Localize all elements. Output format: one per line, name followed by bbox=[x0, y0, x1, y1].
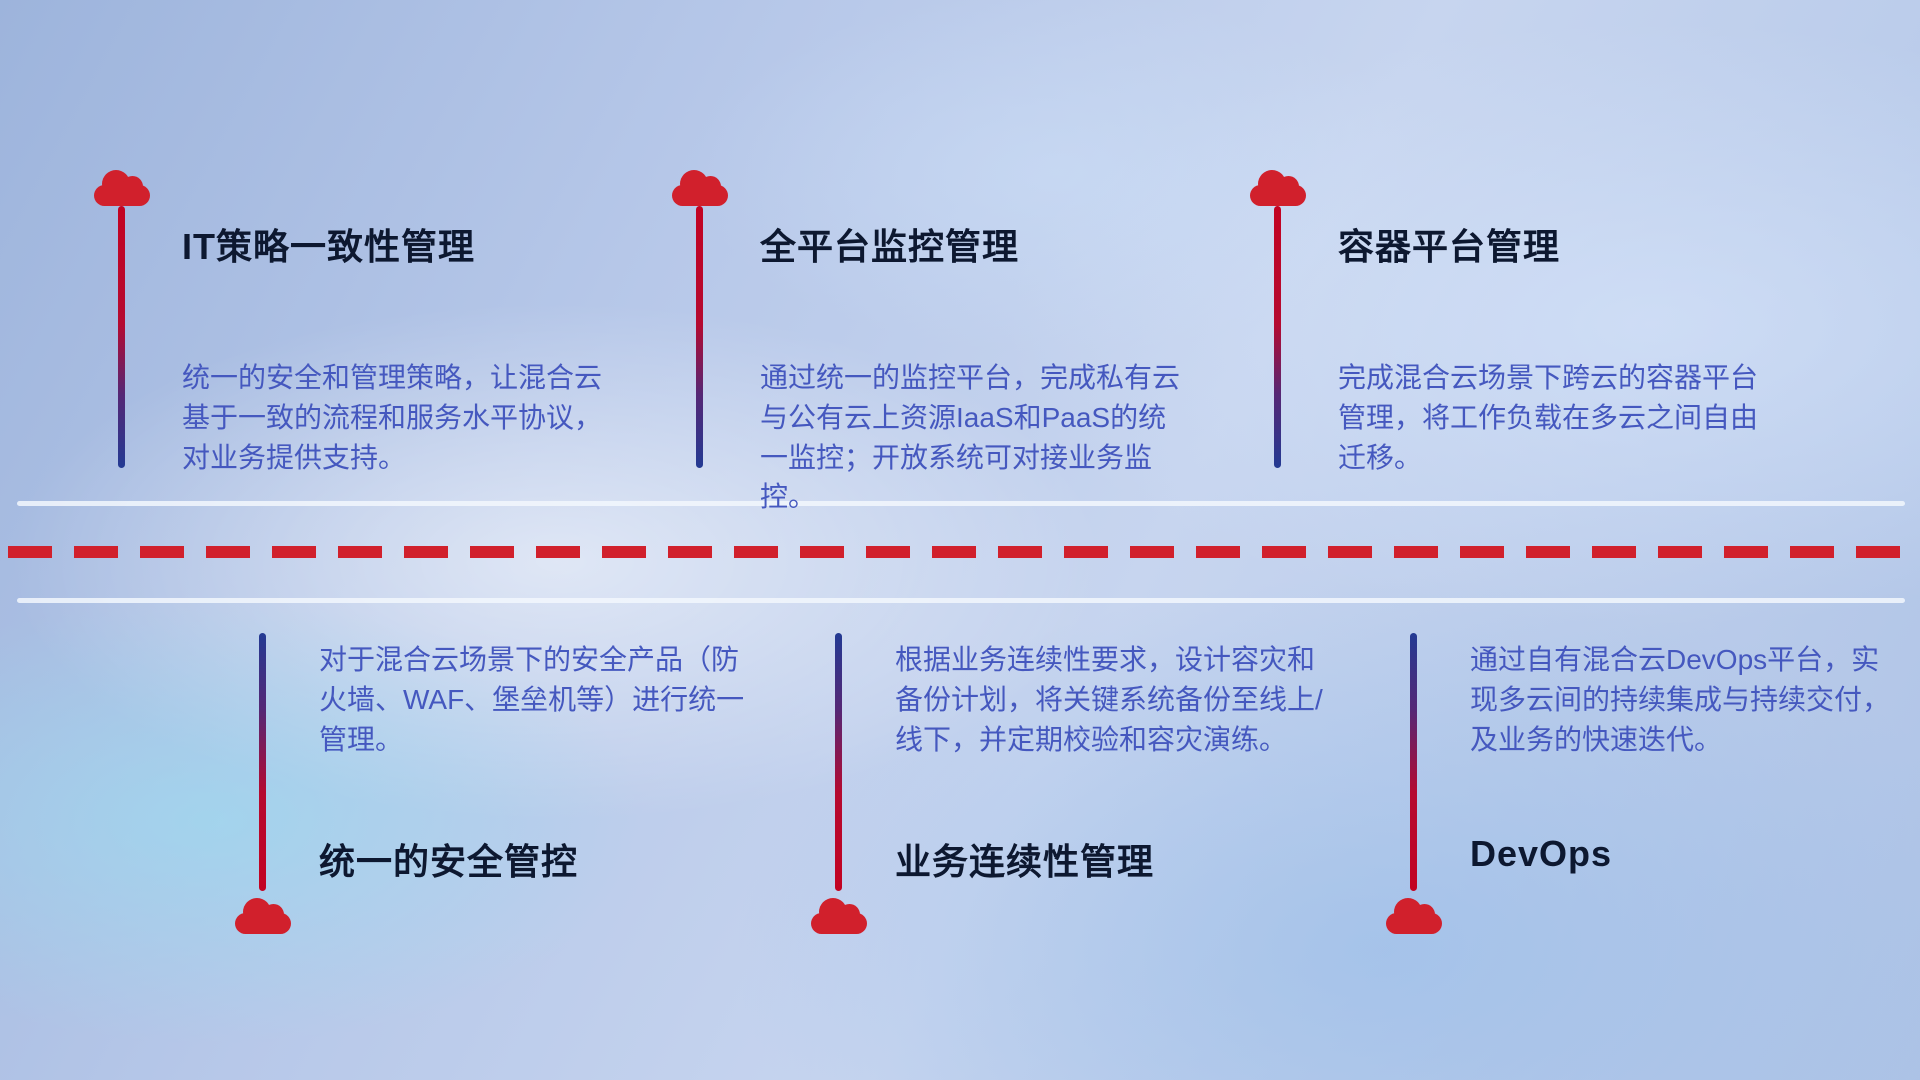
timeline-connector bbox=[259, 633, 266, 891]
feature-devops: 通过自有混合云DevOps平台，实现多云间的持续集成与持续交付，及业务的快速迭代… bbox=[1386, 633, 1920, 943]
timeline-connector bbox=[1274, 206, 1281, 468]
divider-dashed-line bbox=[8, 546, 1912, 558]
feature-title: DevOps bbox=[1470, 833, 1613, 874]
feature-description: 完成混合云场景下跨云的容器平台管理，将工作负载在多云之间自由迁移。 bbox=[1338, 362, 1759, 473]
feature-description: 通过统一的监控平台，完成私有云与公有云上资源IaaS和PaaS的统一监控；开放系… bbox=[760, 362, 1181, 513]
divider-solid-line-bottom bbox=[17, 598, 1905, 603]
feature-title: 业务连续性管理 bbox=[895, 841, 1155, 882]
feature-description: 统一的安全和管理策略，让混合云基于一致的流程和服务水平协议，对业务提供支持。 bbox=[182, 362, 603, 473]
feature-description: 根据业务连续性要求，设计容灾和备份计划，将关键系统备份至线上/线下，并定期校验和… bbox=[895, 644, 1323, 755]
feature-it-policy: IT策略一致性管理 统一的安全和管理策略，让混合云基于一致的流程和服务水平协议，… bbox=[94, 170, 634, 473]
feature-description: 对于混合云场景下的安全产品（防火墙、WAF、堡垒机等）进行统一管理。 bbox=[319, 644, 745, 755]
feature-title: 容器平台管理 bbox=[1338, 226, 1561, 267]
timeline-connector bbox=[118, 206, 125, 468]
cloud-icon bbox=[1386, 898, 1442, 934]
cloud-icon bbox=[811, 898, 867, 934]
feature-security-control: 对于混合云场景下的安全产品（防火墙、WAF、堡垒机等）进行统一管理。 统一的安全… bbox=[235, 633, 775, 943]
cloud-icon bbox=[672, 170, 728, 206]
cloud-icon bbox=[94, 170, 150, 206]
timeline-connector bbox=[1410, 633, 1417, 891]
timeline-connector bbox=[696, 206, 703, 468]
feature-monitoring: 全平台监控管理 通过统一的监控平台，完成私有云与公有云上资源IaaS和PaaS的… bbox=[672, 170, 1212, 512]
feature-title: 全平台监控管理 bbox=[760, 226, 1020, 267]
feature-title: IT策略一致性管理 bbox=[182, 226, 475, 267]
cloud-icon bbox=[235, 898, 291, 934]
feature-container-platform: 容器平台管理 完成混合云场景下跨云的容器平台管理，将工作负载在多云之间自由迁移。 bbox=[1250, 170, 1790, 473]
timeline-connector bbox=[835, 633, 842, 891]
feature-title: 统一的安全管控 bbox=[319, 841, 579, 882]
divider-solid-line-top bbox=[17, 501, 1905, 506]
feature-business-continuity: 根据业务连续性要求，设计容灾和备份计划，将关键系统备份至线上/线下，并定期校验和… bbox=[811, 633, 1351, 943]
cloud-icon bbox=[1250, 170, 1306, 206]
feature-description: 通过自有混合云DevOps平台，实现多云间的持续集成与持续交付，及业务的快速迭代… bbox=[1470, 644, 1891, 755]
